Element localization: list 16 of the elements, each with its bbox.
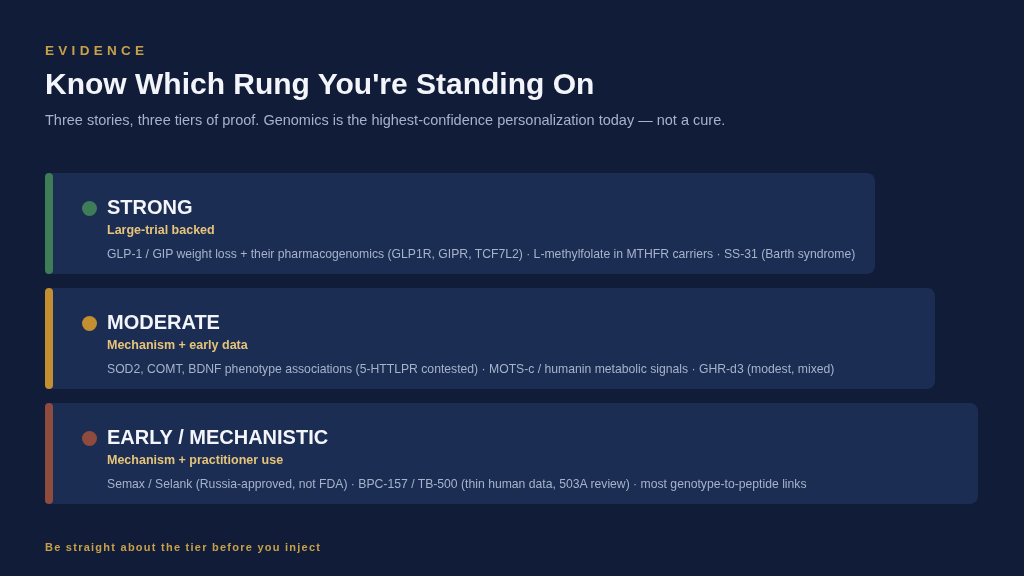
tier-description: SOD2, COMT, BDNF phenotype associations (5-HTTLPR contested) · MOTS-c / humanin metabolic signals · GHR-d3 (modest, mixed) — [107, 362, 835, 376]
subtitle: Three stories, three tiers of proof. Genomics is the highest-confidence personalization today — not a cure. — [45, 112, 726, 128]
tier-card — [45, 288, 935, 389]
tier-card — [45, 173, 875, 274]
tier-subtitle: Large-trial backed — [107, 223, 215, 237]
tier-subtitle: Mechanism + practitioner use — [107, 453, 284, 467]
tier-card — [45, 403, 978, 504]
tier-heading: EARLY / MECHANISTIC — [107, 426, 329, 449]
tier-heading: STRONG — [107, 196, 193, 219]
page-title: Know Which Rung You're Standing On — [45, 67, 595, 101]
tier-heading: MODERATE — [107, 311, 220, 334]
footer-note: Be straight about the tier before you inject — [45, 541, 322, 553]
eyebrow-label: EVIDENCE — [45, 43, 149, 58]
tier-description: GLP-1 / GIP weight loss + their pharmacogenomics (GLP1R, GIPR, TCF7L2) · L-methylfolate in MTHFR carriers · SS-31 (Barth syndrome) — [107, 247, 856, 261]
tier-subtitle: Mechanism + early data — [107, 338, 248, 352]
tier-description: Semax / Selank (Russia-approved, not FDA) · BPC-157 / TB-500 (thin human data, 503A review) · most genotype-to-peptide links — [107, 477, 807, 491]
